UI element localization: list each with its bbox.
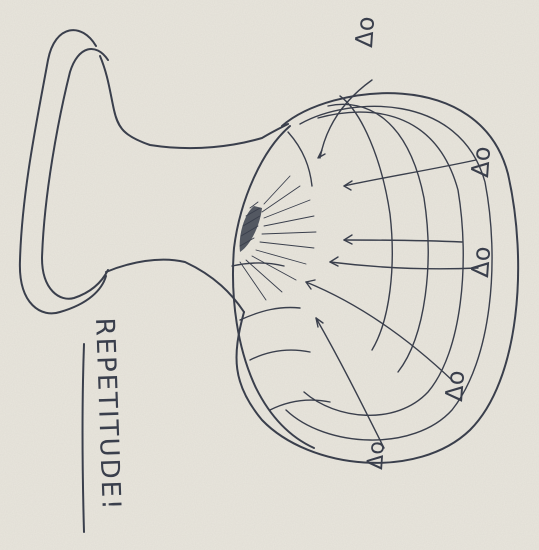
- dish-label-4: Δo: [440, 369, 470, 402]
- dish-label-1: Δo: [350, 15, 380, 48]
- dish-label-5: Δo: [363, 440, 390, 470]
- dish-label-3: Δo: [466, 245, 496, 278]
- dish-label-2: Δo: [466, 145, 496, 178]
